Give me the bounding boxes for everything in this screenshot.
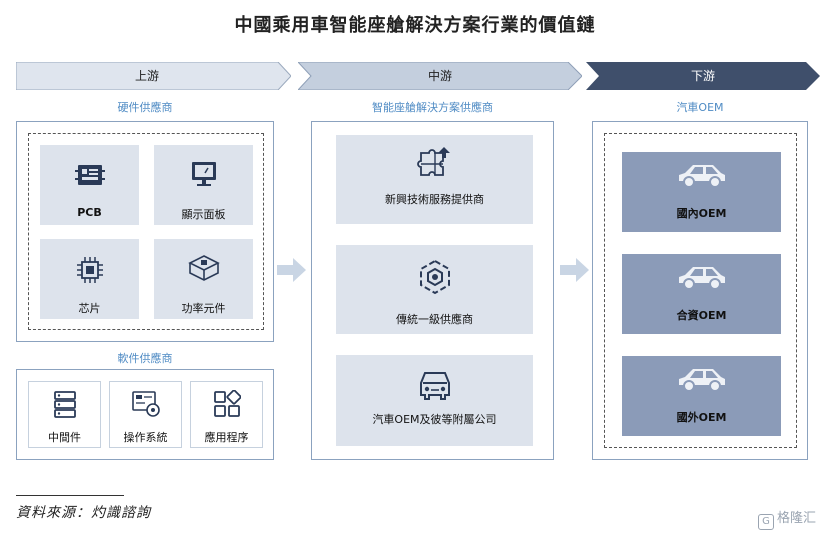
midstream-label-emerging-tech: 新興技術服務提供商 [385, 193, 484, 206]
chip-icon [76, 257, 103, 283]
hardware-label-display: 顯示面板 [181, 208, 226, 221]
hardware-tile-display: 顯示面板 [154, 145, 253, 225]
hardware-tile-power: 功率元件 [154, 239, 253, 319]
hardware-suppliers-label: 硬件供應商 [117, 101, 173, 114]
hexagon-icon [419, 259, 450, 295]
watermark-logo-icon: G [757, 514, 774, 530]
auto-oem-label: 汽車OEM [676, 101, 724, 114]
watermark-text: 格隆汇 [776, 511, 816, 526]
midstream-label-oem-affiliates: 汽車OEM及彼等附屬公司 [372, 413, 497, 426]
stage-downstream-banner [586, 62, 820, 90]
power-component-icon [187, 255, 220, 281]
stage-downstream-label: 下游 [690, 69, 715, 83]
os-settings-icon [131, 391, 160, 417]
midstream-tile-tier1: 傳統一級供應商 [336, 245, 533, 334]
software-label-os: 操作系統 [123, 431, 168, 444]
pcb-icon [74, 165, 105, 185]
car-side-icon [678, 267, 725, 290]
software-tile-middleware: 中間件 [28, 381, 101, 448]
midstream-label-tier1: 傳統一級供應商 [396, 313, 473, 326]
car-side-icon [678, 369, 725, 392]
app-grid-icon [213, 390, 241, 417]
oem-tile-domestic: 國內OEM [622, 152, 781, 232]
oem-label-joint-venture: 合資OEM [676, 309, 727, 322]
server-stack-icon [53, 391, 76, 418]
oem-tile-foreign: 國外OEM [622, 356, 781, 436]
arrow-upstream-to-midstream [277, 258, 306, 282]
downstream-dashed-frame [604, 133, 797, 448]
software-label-middleware: 中間件 [48, 431, 81, 444]
hardware-tile-chip: 芯片 [40, 239, 139, 319]
car-front-icon [419, 372, 450, 400]
source-note: 資料來源：灼識諮詢 [16, 505, 151, 521]
car-side-icon [678, 165, 725, 188]
software-label-apps: 應用程序 [204, 431, 249, 444]
software-suppliers-label: 軟件供應商 [117, 352, 173, 365]
source-divider [16, 495, 124, 496]
software-tile-os: 操作系統 [109, 381, 182, 448]
oem-tile-joint-venture: 合資OEM [622, 254, 781, 334]
stage-upstream-label: 上游 [134, 69, 159, 83]
oem-label-foreign: 國外OEM [676, 411, 727, 424]
midstream-tile-oem-affiliates: 汽車OEM及彼等附屬公司 [336, 355, 533, 446]
stage-midstream-label: 中游 [427, 69, 452, 83]
stage-upstream-banner [16, 62, 291, 90]
puzzle-icon [416, 147, 450, 176]
hardware-label-pcb: PCB [77, 206, 102, 219]
software-tile-apps: 應用程序 [190, 381, 263, 448]
stage-midstream-banner [298, 62, 582, 90]
hardware-dashed-frame [28, 133, 264, 330]
hardware-label-chip: 芯片 [78, 302, 101, 315]
monitor-icon [191, 162, 216, 186]
diagram-title: 中國乘用車智能座艙解決方案行業的價值鏈 [234, 15, 596, 36]
arrow-midstream-to-downstream [560, 258, 589, 282]
solution-providers-label: 智能座艙解決方案供應商 [372, 101, 493, 114]
hardware-tile-pcb: PCB [40, 145, 139, 225]
oem-label-domestic: 國內OEM [676, 207, 727, 220]
midstream-tile-emerging-tech: 新興技術服務提供商 [336, 135, 533, 224]
hardware-label-power: 功率元件 [181, 302, 226, 315]
